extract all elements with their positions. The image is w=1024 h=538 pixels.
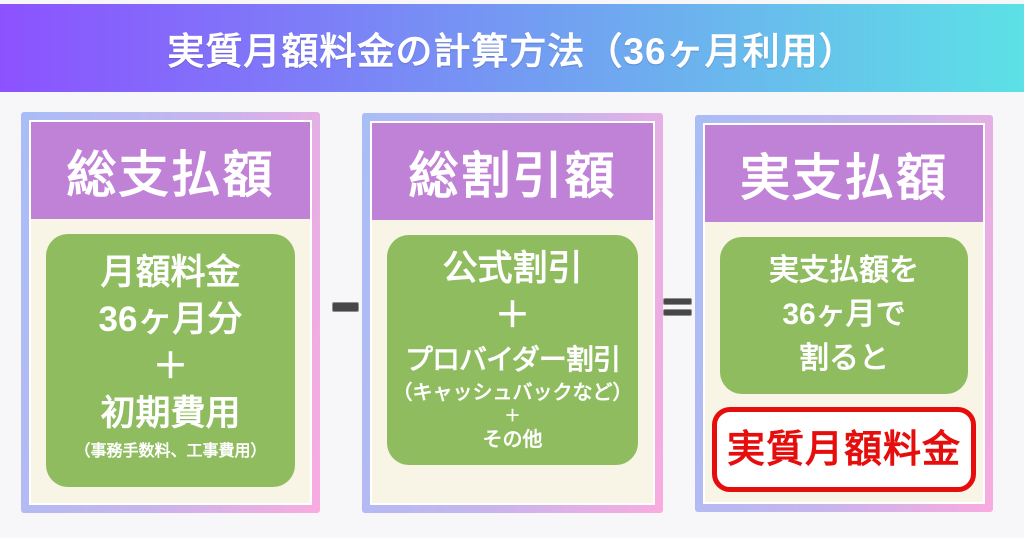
card-total-payment-inner: 総支払額 月額料金 36ヶ月分 ＋ 初期費用 （事務手数料、工事費用）	[29, 120, 312, 505]
equals-bar-bottom	[663, 309, 692, 316]
actual-payment-detail-box: 実支払額を 36ヶ月で 割ると	[720, 237, 968, 394]
detail-line: 月額料金	[100, 253, 241, 292]
detail-line: 36ヶ月分	[98, 300, 243, 339]
card-total-discount-inner: 総割引額 公式割引 ＋ プロバイダー割引 （キャッシュバックなど） ＋ その他	[370, 121, 655, 505]
detail-line: 割ると	[799, 342, 889, 375]
detail-line: 36ヶ月で	[782, 298, 906, 331]
title-banner: 実質月額料金の計算方法（36ヶ月利用）	[0, 4, 1024, 92]
card-actual-payment-inner: 実支払額 実支払額を 36ヶ月で 割ると 実質月額料金	[703, 123, 985, 504]
card-actual-payment: 実支払額 実支払額を 36ヶ月で 割ると 実質月額料金	[695, 115, 993, 512]
detail-note: （キャッシュバックなど）	[392, 382, 633, 404]
detail-line: 実支払額を	[769, 254, 919, 287]
detail-note: （事務手数料、工事費用）	[74, 443, 267, 460]
minus-bar	[332, 302, 359, 312]
equals-icon	[663, 298, 692, 316]
plus-sign-small: ＋	[504, 408, 521, 425]
total-discount-detail-box: 公式割引 ＋ プロバイダー割引 （キャッシュバックなど） ＋ その他	[387, 235, 638, 465]
result-label: 実質月額料金	[726, 429, 961, 471]
detail-line: 公式割引	[442, 249, 583, 288]
plus-sign: ＋	[152, 347, 188, 386]
detail-line: プロバイダー割引	[405, 344, 621, 375]
card-header-actual-payment: 実支払額	[705, 125, 983, 222]
card-total-payment: 総支払額 月額料金 36ヶ月分 ＋ 初期費用 （事務手数料、工事費用）	[21, 112, 320, 513]
plus-sign: ＋	[494, 296, 530, 335]
card-header-total-payment: 総支払額	[31, 122, 310, 219]
card-header-total-discount: 総割引額	[372, 123, 653, 220]
card-total-discount: 総割引額 公式割引 ＋ プロバイダー割引 （キャッシュバックなど） ＋ その他	[362, 113, 663, 513]
detail-line: 初期費用	[100, 394, 241, 433]
page-title: 実質月額料金の計算方法（36ヶ月利用）	[167, 31, 857, 72]
equals-bar-top	[663, 298, 692, 305]
result-box: 実質月額料金	[712, 407, 976, 492]
minus-icon	[332, 302, 359, 312]
detail-line: その他	[482, 429, 543, 451]
total-payment-detail-box: 月額料金 36ヶ月分 ＋ 初期費用 （事務手数料、工事費用）	[46, 234, 295, 487]
